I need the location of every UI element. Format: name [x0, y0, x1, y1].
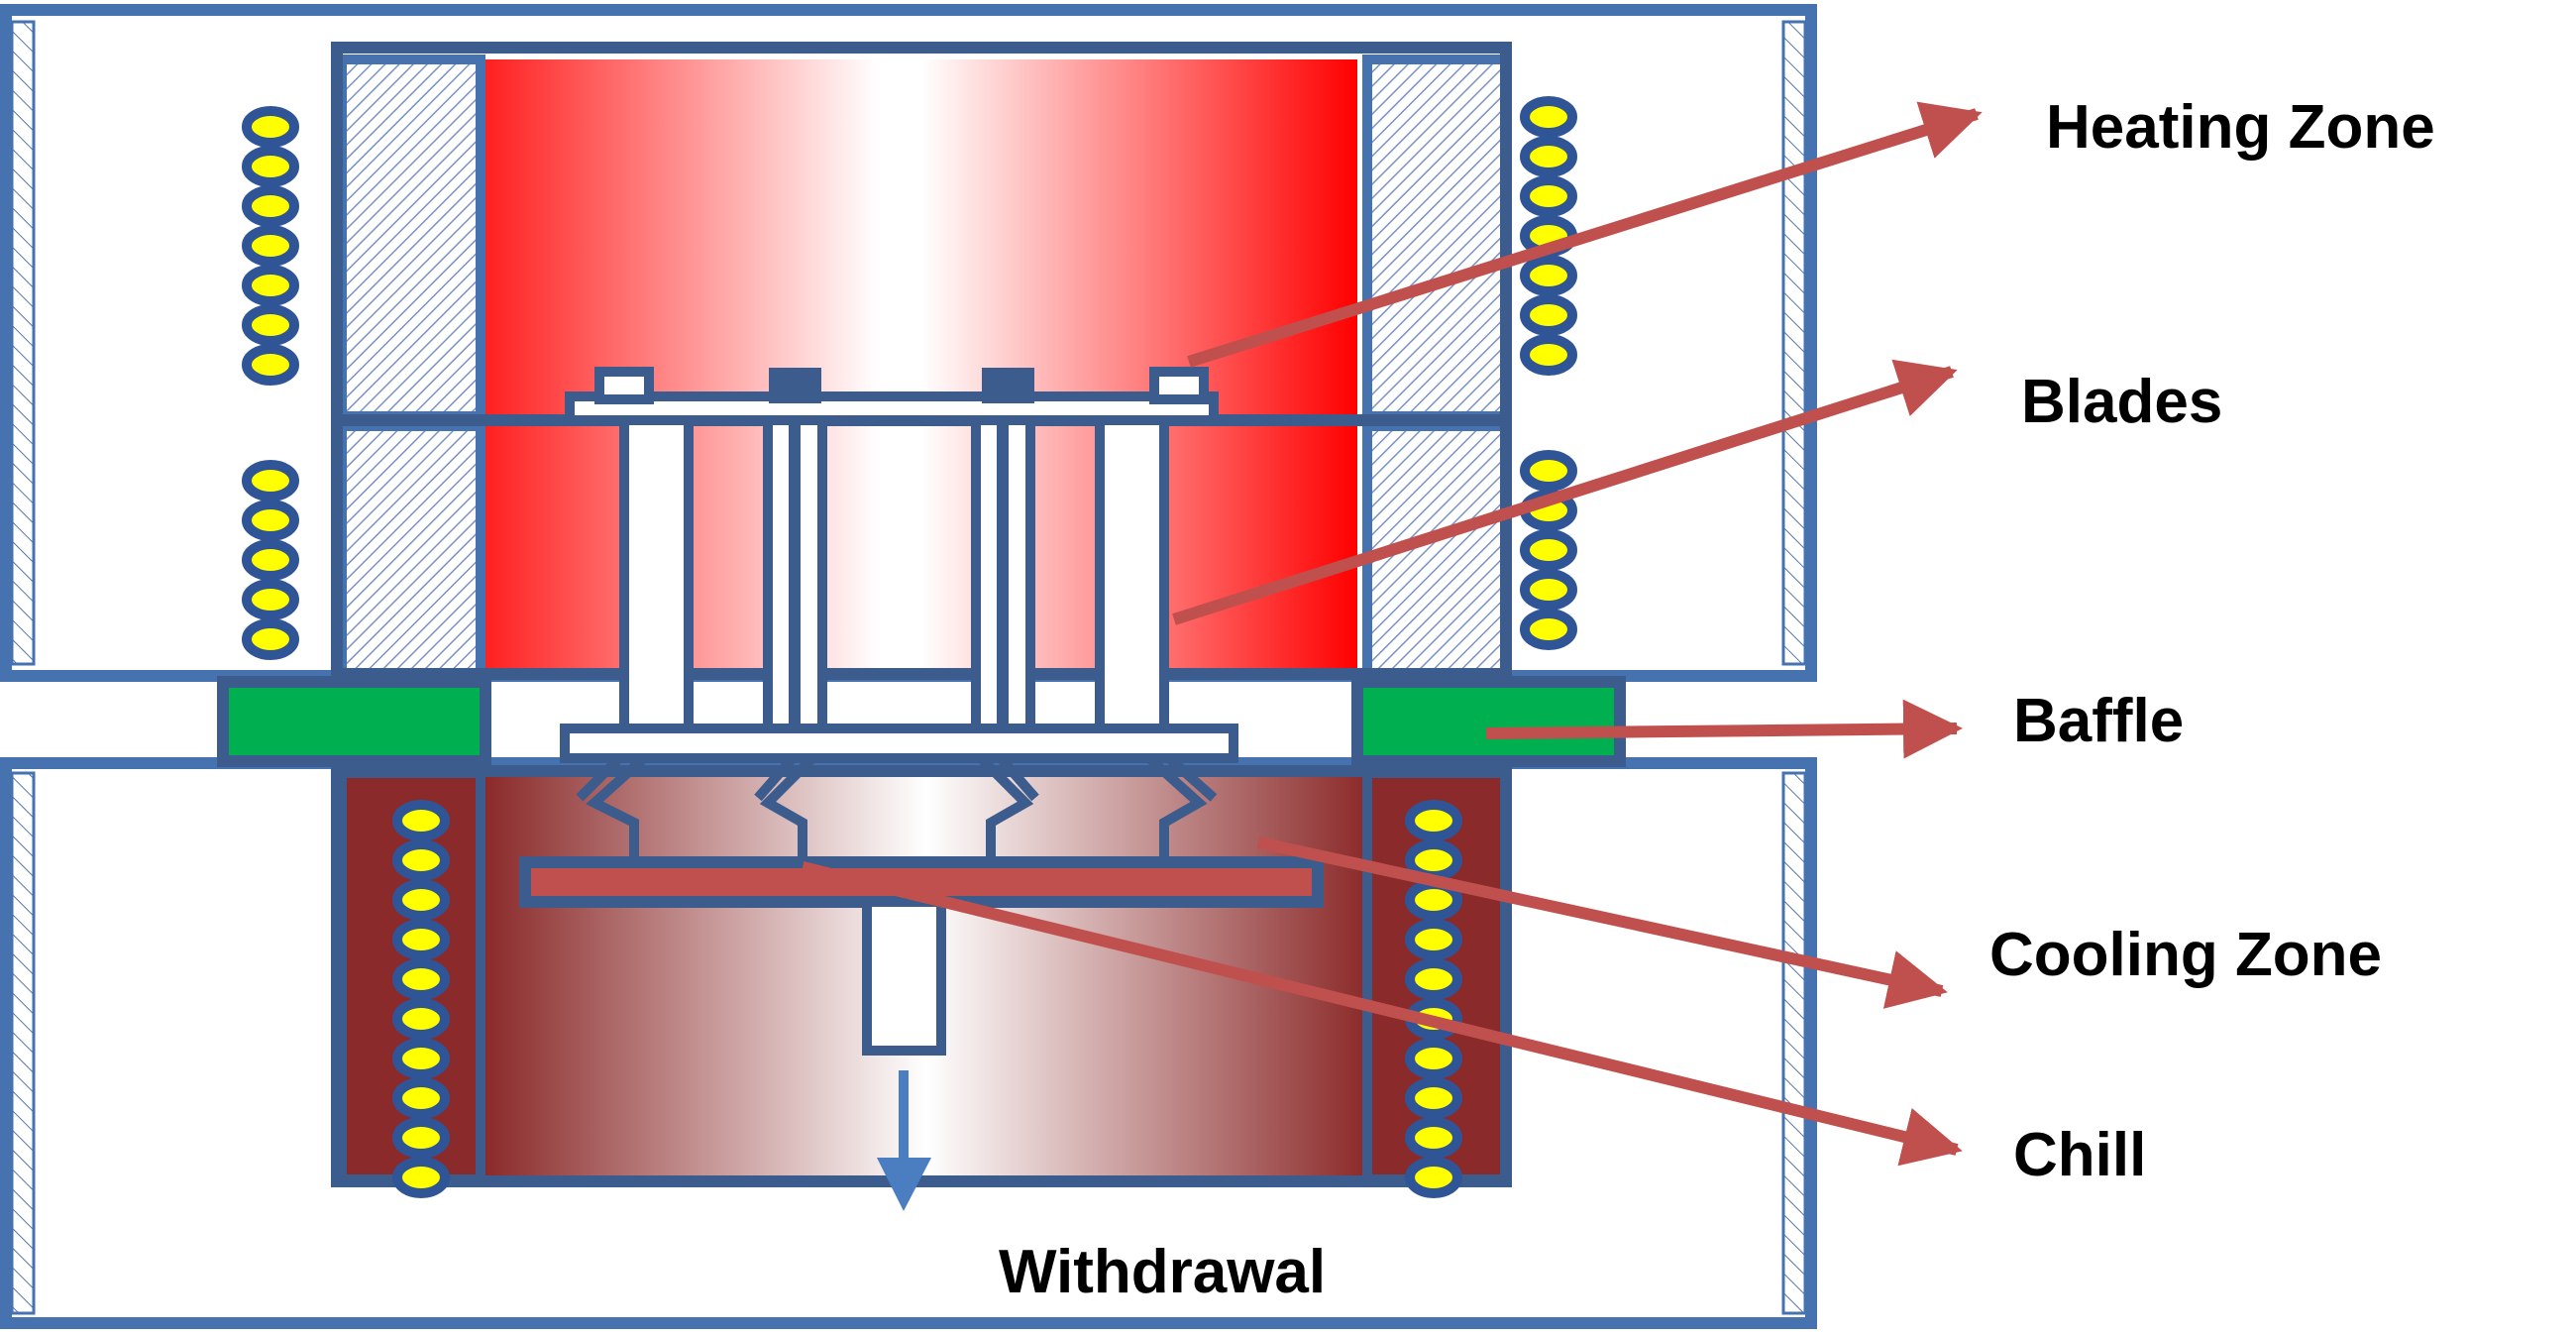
label-blades: Blades	[2021, 368, 2223, 436]
arrow-heating-zone	[1187, 101, 1983, 368]
coil-turn	[1405, 1077, 1462, 1119]
arrow-blades	[1172, 359, 1958, 625]
right-wall-insulation-lower	[1781, 771, 1807, 1315]
blade	[1095, 415, 1169, 733]
baffle-group	[217, 676, 1626, 767]
coil-turn	[1405, 1038, 1462, 1079]
blade-root	[576, 754, 648, 857]
heating-zone-insulation-left-top	[337, 55, 485, 421]
arrow-cooling-zone	[1256, 836, 1948, 1009]
heating-zone-insulation-left-bottom	[337, 421, 485, 679]
coil-turn	[392, 919, 450, 960]
baffle-right	[1351, 676, 1626, 767]
leader-arrows	[801, 101, 1983, 1167]
coil-turn	[1520, 529, 1577, 571]
coil-turn	[1520, 96, 1577, 138]
coil-turn	[242, 185, 299, 227]
blade-cap	[769, 368, 821, 403]
heating-zone-insulation-right-top	[1362, 55, 1511, 421]
coil-turn	[1405, 958, 1462, 1000]
blade-root	[1145, 754, 1218, 857]
coil-turn	[1405, 919, 1462, 960]
coil-turn	[392, 1077, 450, 1119]
coil-turn	[1520, 175, 1577, 217]
coil-turn	[392, 958, 450, 1000]
coil-turn	[1520, 569, 1577, 611]
blades-group	[560, 367, 1238, 857]
coil-turn	[392, 1157, 450, 1198]
coil-turn	[1520, 450, 1577, 492]
arrow-chill	[801, 861, 1963, 1167]
label-heating-zone: Heating Zone	[2046, 93, 2435, 162]
withdrawal-rod	[862, 897, 946, 1056]
right-wall-insulation-upper	[1781, 20, 1807, 666]
label-baffle: Baffle	[2013, 687, 2185, 755]
blade	[619, 415, 694, 733]
coil-turn	[242, 460, 299, 501]
coil-turn	[392, 1117, 450, 1159]
coil-turn	[1520, 334, 1577, 376]
coil-turn	[1520, 136, 1577, 177]
label-chill: Chill	[2013, 1121, 2147, 1189]
label-cooling-zone: Cooling Zone	[1989, 921, 2383, 989]
heating-zone-housing	[331, 42, 1512, 680]
coil-turn	[242, 618, 299, 660]
coil-turn	[242, 225, 299, 267]
coil-turn	[392, 879, 450, 921]
blade-cap	[1149, 367, 1209, 404]
coil-turn	[392, 998, 450, 1040]
coil-turn	[242, 146, 299, 187]
cooling-zone-housing	[331, 765, 1512, 1187]
coil-turn	[1405, 800, 1462, 841]
withdrawal-arrow-head	[877, 1158, 931, 1211]
baffle-left	[217, 676, 491, 767]
coil-turn	[1520, 609, 1577, 650]
blade-root	[754, 754, 816, 857]
coil-turn	[392, 839, 450, 881]
blade-root	[977, 754, 1039, 857]
arrow-baffle	[1485, 699, 1963, 759]
coil-turn	[1520, 255, 1577, 296]
left-wall-insulation-upper	[10, 20, 36, 666]
coil-turn	[392, 1038, 450, 1079]
coil-turn	[1405, 1117, 1462, 1159]
blade-cap	[594, 367, 654, 404]
coil-turn	[242, 539, 299, 581]
coil-turn	[242, 500, 299, 541]
left-wall-insulation-lower	[10, 771, 36, 1315]
coil-turn	[242, 344, 299, 386]
blade-cap	[982, 368, 1034, 403]
label-withdrawal: Withdrawal	[999, 1238, 1327, 1306]
coil-turn	[392, 800, 450, 841]
coil-turn	[242, 265, 299, 306]
coil-turn	[242, 106, 299, 148]
coil-turn	[1405, 1157, 1462, 1198]
coil-turn	[242, 304, 299, 346]
coil-turn	[242, 579, 299, 620]
coil-turn	[1520, 294, 1577, 336]
